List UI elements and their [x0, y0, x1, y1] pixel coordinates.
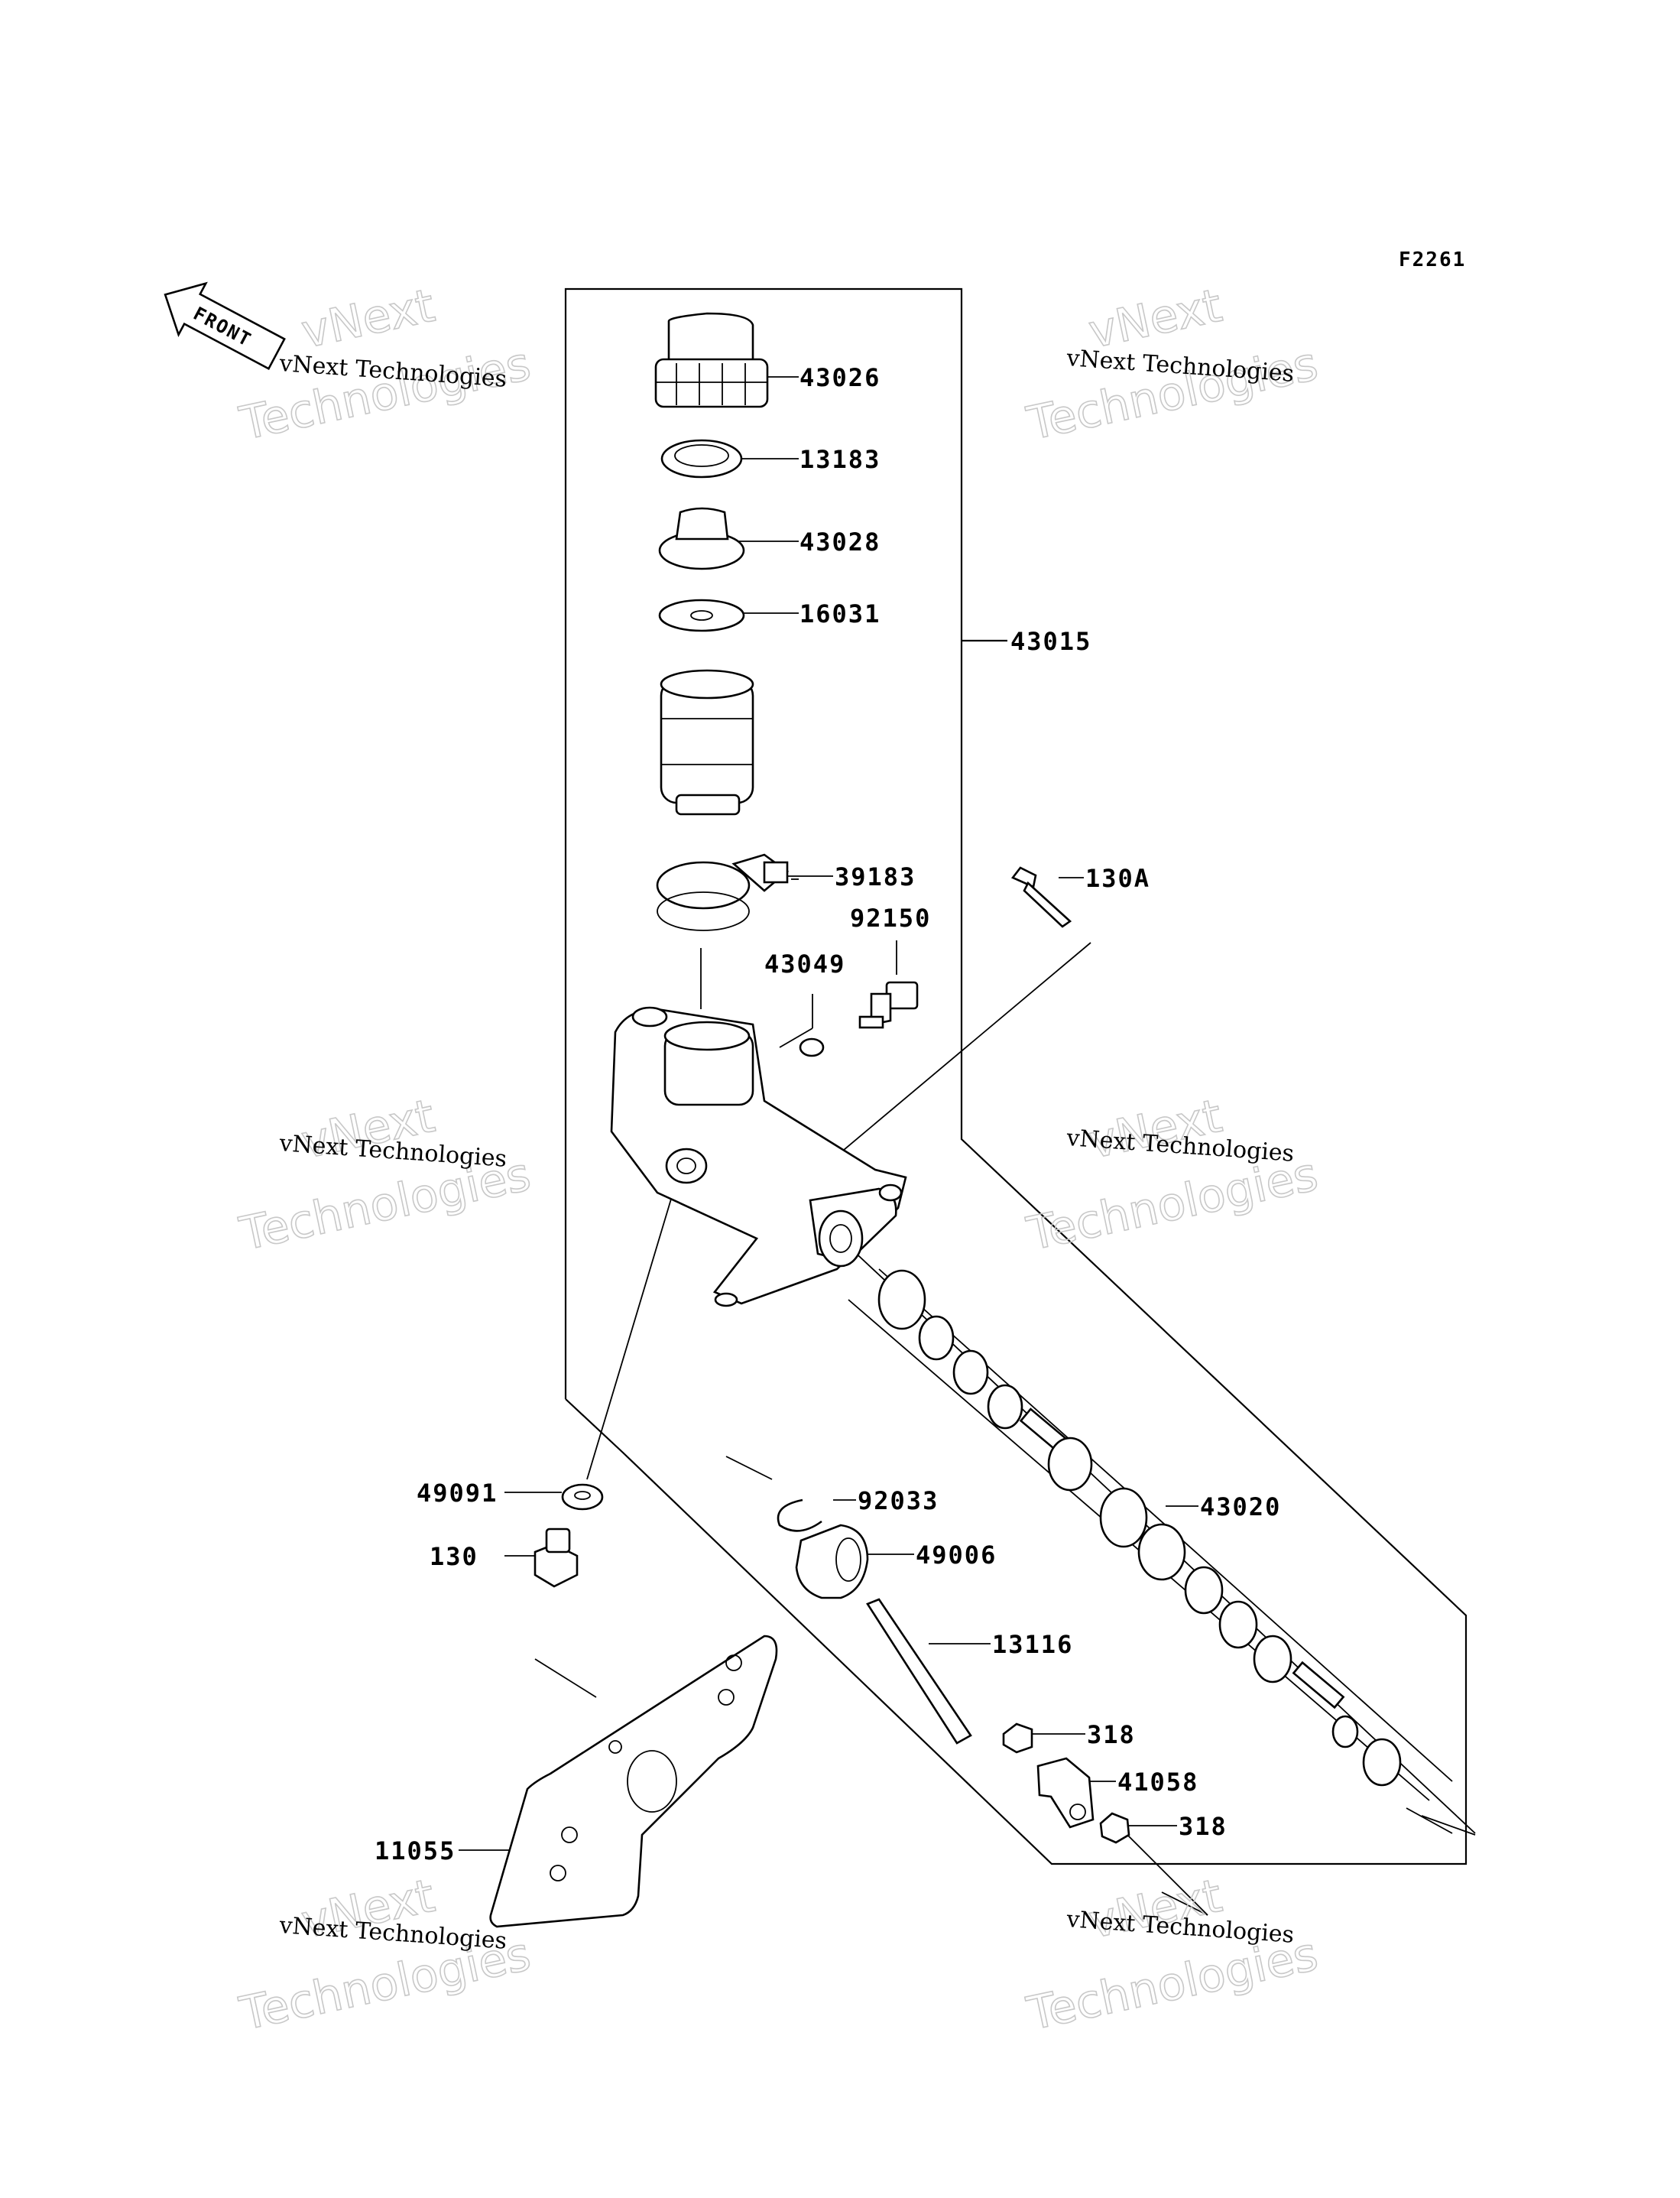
cap-plate: [660, 439, 743, 479]
label-11055: 11055: [375, 1836, 456, 1865]
label-130a: 130A: [1085, 864, 1150, 893]
label-16031: 16031: [799, 599, 881, 628]
watermark-middle-right: vNext Technologies vNext Technologies: [1022, 1089, 1323, 1262]
label-43049: 43049: [764, 950, 845, 979]
label-43026: 43026: [799, 363, 881, 392]
watermark-top-right: vNext Technologies vNext Technologies: [1022, 278, 1323, 452]
snap-ring-92033: [777, 1498, 822, 1532]
bracket-plate-11055: [489, 1635, 778, 1928]
label-13183: 13183: [799, 445, 881, 474]
washer-49091: [561, 1483, 604, 1511]
watermark-middle-left: vNext Technologies vNext Technologies: [235, 1089, 536, 1262]
piston-kit-43020: [848, 1268, 1453, 1801]
clevis-41058: [1036, 1757, 1095, 1829]
label-41058: 41058: [1117, 1768, 1198, 1797]
diaphragm: [658, 507, 745, 570]
watermark-bottom-right: vNext Technologies vNext Technologies: [1022, 1868, 1323, 2042]
label-130: 130: [430, 1542, 478, 1571]
front-arrow-icon: FRONT: [164, 281, 286, 371]
bolt-130a: [1010, 866, 1072, 928]
label-13116: 13116: [992, 1630, 1073, 1659]
label-43020: 43020: [1200, 1492, 1281, 1521]
watermark-bottom-left: vNext Technologies vNext Technologies: [235, 1868, 536, 2042]
label-318-lower: 318: [1179, 1812, 1228, 1841]
reservoir-cap: [654, 312, 769, 408]
boot-49006: [795, 1524, 869, 1599]
label-318-upper: 318: [1087, 1720, 1136, 1749]
assembly-bracket-43015: [564, 287, 1468, 1865]
float-washer: [658, 599, 745, 632]
push-rod-13116: [866, 1598, 972, 1745]
nut-318-upper: [1002, 1722, 1033, 1754]
bleed-valve: [858, 981, 919, 1029]
label-39183: 39183: [835, 862, 916, 891]
cap-43049: [799, 1037, 825, 1057]
label-92033: 92033: [858, 1486, 939, 1515]
watermark-word-1: vNext: [297, 279, 439, 359]
label-92150: 92150: [850, 904, 931, 933]
hose-clamp: [656, 853, 790, 931]
figure-reference: F2261: [1399, 248, 1466, 271]
reservoir-tank: [660, 669, 754, 816]
label-49006: 49006: [916, 1541, 997, 1570]
nut-318-lower: [1099, 1812, 1130, 1844]
bolt-130: [534, 1528, 579, 1588]
watermark-top-left: vNext Technologies vNext Technologies: [235, 278, 536, 452]
label-49091: 49091: [417, 1479, 498, 1508]
master-cylinder-body: [610, 1006, 907, 1307]
label-43015: 43015: [1010, 627, 1091, 656]
label-43028: 43028: [799, 528, 881, 557]
